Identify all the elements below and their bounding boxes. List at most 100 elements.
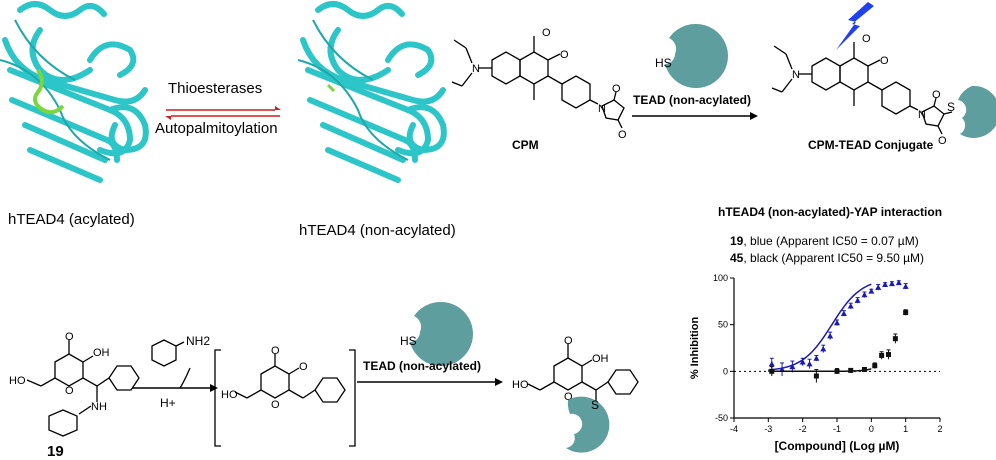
x-tick-label: -2 [799,424,807,434]
data-point-19 [799,359,806,365]
cpm-structure: N O O N O O [451,27,627,141]
data-point-19 [840,310,847,316]
legend-19-id: 19 [730,234,744,248]
legend-45-text: , black (Apparent IC50 = 9.50 µM) [743,251,925,265]
cpm-tead-conjugate-structure: N O O N O O [771,33,996,147]
tead-reaction-label-bottom: TEAD (non-acylated) [363,359,482,373]
x-tick-label: -4 [730,424,738,434]
data-point-19 [806,360,813,367]
data-point-19 [827,332,834,339]
data-point-19 [854,297,861,303]
svg-text:N: N [472,63,480,75]
x-tick-label: 1 [903,424,908,434]
compound-19-label: 19 [47,443,64,460]
svg-text:O: O [618,129,627,141]
y-tick-label: -50 [715,413,728,423]
svg-text:HO: HO [512,379,529,391]
svg-text:OH: OH [592,353,609,365]
legend-45-id: 45 [730,251,744,265]
data-point-45 [848,367,854,373]
thiol-label-top: HS [655,56,672,70]
fit-curve-45 [768,368,872,373]
data-point-19 [820,345,827,352]
sulfur-label-bottom: S [591,398,600,412]
svg-text:O: O [542,27,551,39]
intermediate-structure: O O O HO [214,345,356,447]
svg-text:O: O [932,89,941,101]
reaction-arrow-top [632,112,758,120]
protein-structure-nonacylated [297,1,447,183]
svg-text:O: O [564,391,573,403]
data-point-19 [895,279,902,286]
nh2-label: NH2 [186,334,211,348]
y-tick-label: 50 [718,320,728,330]
y-tick-label: 0 [723,366,728,376]
thioesterases-label: Thioesterases [168,80,263,97]
data-point-45 [886,352,891,358]
lightning-bolt-icon [836,2,874,50]
data-point-45 [813,373,819,379]
autopalmitoylation-label: Autopalmitoylation [155,120,278,137]
legend-line-45: 45, black (Apparent IC50 = 9.50 µM) [730,251,924,265]
data-point-19 [902,283,909,289]
data-point-19 [875,284,882,290]
data-point-19 [861,291,868,298]
legend-line-19: 19, blue (Apparent IC50 = 0.07 µM) [730,234,919,248]
svg-text:O: O [564,335,573,347]
svg-text:N: N [598,103,606,115]
reaction-arrow-1 [132,367,218,392]
svg-text:NH: NH [91,401,107,413]
chart-title: hTEAD4 (non-acylated)-YAP interaction [718,205,943,219]
reaction-arrow-bottom [357,378,503,386]
data-point-45 [879,352,885,358]
compound-19-structure: O OH O HO NH [9,331,140,437]
data-point-19 [868,288,875,294]
svg-text:HO: HO [221,389,238,401]
acylated-label: hTEAD4 (acylated) [8,211,135,228]
y-tick-label: 100 [713,273,728,283]
data-point-45 [872,363,878,369]
svg-text:O: O [271,345,280,357]
x-tick-label: -3 [764,424,772,434]
data-point-45 [834,368,840,374]
svg-text:O: O [612,83,621,95]
svg-text:O: O [938,135,947,147]
svg-text:O: O [880,55,889,67]
data-point-45 [769,368,775,374]
nonacylated-label: hTEAD4 (non-acylated) [299,222,456,239]
thiol-protein-blob-top [665,23,728,88]
data-point-19 [888,280,895,287]
data-point-19 [882,281,889,288]
svg-text:N: N [918,109,926,121]
sulfur-label-top: S [947,100,956,114]
x-tick-label: 2 [937,424,942,434]
svg-text:O: O [299,361,308,373]
data-point-45 [861,366,867,372]
svg-text:O: O [271,399,280,411]
cpm-label: CPM [512,138,539,152]
svg-text:O: O [560,49,569,61]
legend-19-text: , blue (Apparent IC50 = 0.07 µM) [743,234,919,248]
data-point-45 [892,336,898,342]
data-point-19 [768,360,775,367]
data-point-45 [903,310,909,316]
data-point-19 [789,363,796,370]
data-point-19 [847,303,854,309]
svg-text:O: O [65,331,74,343]
aniline-reagent-structure [151,339,185,367]
thiol-label-bottom: HS [400,334,417,348]
conjugate-label: CPM-TEAD Conjugate [808,138,934,152]
x-tick-label: -1 [833,424,841,434]
x-tick-label: 0 [869,424,874,434]
equilibrium-arrows [165,106,281,120]
svg-text:HO: HO [9,375,26,387]
svg-text:O: O [862,33,871,45]
x-axis-label: [Compound] (Log µM) [775,439,900,453]
tead-reaction-label-top: TEAD (non-acylated) [633,93,752,107]
fit-curve-19 [768,283,872,371]
protein-structure-acylated [0,1,149,183]
svg-text:OH: OH [93,347,110,359]
svg-text:O: O [65,385,74,397]
data-point-19 [834,319,840,326]
